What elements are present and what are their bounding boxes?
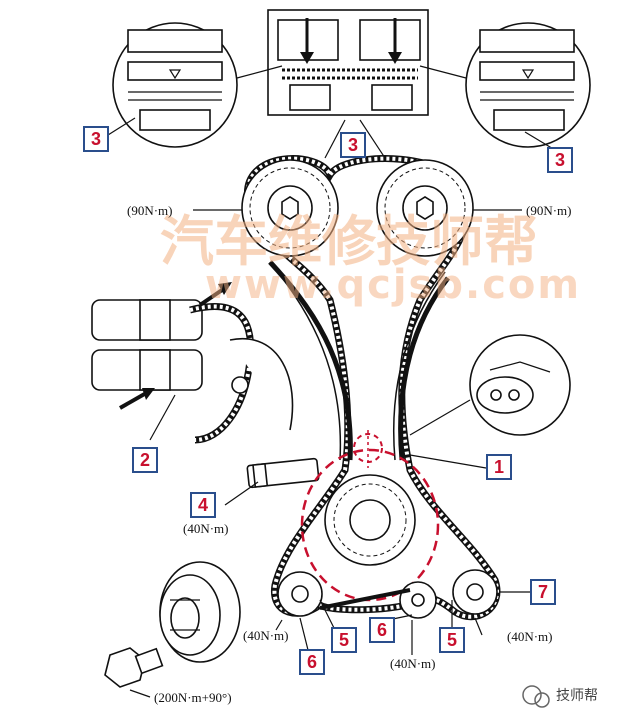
torque-tensioner: (40N·m) [183,521,229,536]
callout-5-left: 5 [331,627,357,653]
idler-sprocket-mid [399,581,437,619]
svg-text:3: 3 [91,129,101,149]
cylinder-head-top [267,9,429,116]
torque-cam-left: (90N·m) [127,203,173,218]
torque-labels: (90N·m) (90N·m) (40N·m) (40N·m) (40N·m) … [127,203,572,705]
camshaft-sprocket-left [241,159,339,257]
crank-pulley [159,561,241,663]
lower-guide [319,588,411,610]
camshaft-sprocket-right [376,159,474,257]
detail-view-left [112,22,283,148]
svg-text:6: 6 [377,620,387,640]
crank-bolt [104,647,164,698]
svg-text:1: 1 [494,457,504,477]
svg-text:5: 5 [339,630,349,650]
callout-3-left: 3 [83,126,109,152]
callout-3-right: 3 [547,147,573,173]
watermark-title: 汽车维修技师帮 [160,210,538,273]
torque-guide-right: (40N·m) [507,629,553,644]
svg-text:2: 2 [140,450,150,470]
callout-5-right: 5 [439,627,465,653]
callout-2: 2 [132,447,158,473]
oil-pump-sprocket [277,571,323,617]
svg-text:3: 3 [348,135,358,155]
vvt-assembly [91,282,294,444]
brand-mark: 技师帮 [522,685,598,708]
callout-1: 1 [486,454,512,480]
torque-cam-right: (90N·m) [526,203,572,218]
svg-text:5: 5 [447,630,457,650]
chain-guide-right [392,271,450,461]
crankshaft-sprocket [324,474,416,566]
torque-guide-left: (40N·m) [243,628,289,643]
torque-crank-bolt: (200N·m+90°) [154,690,232,705]
svg-text:3: 3 [555,150,565,170]
callout-4: 4 [190,492,216,518]
torque-guide-mid: (40N·m) [390,656,436,671]
chain-tensioner [224,457,320,506]
balance-shaft-sprocket [452,569,498,615]
watermark: 汽车维修技师帮 www.qcjsb.com [160,210,581,308]
callout-6-left: 6 [299,649,325,675]
watermark-url: www.qcjsb.com [205,262,581,308]
detail-view-mark [409,334,571,469]
svg-text:6: 6 [307,652,317,672]
brand-label: 技师帮 [556,688,598,704]
svg-text:4: 4 [198,495,208,515]
callout-7: 7 [530,579,556,605]
svg-text:7: 7 [538,582,548,602]
wechat-icon [522,685,542,705]
chain-guide-left [268,260,353,461]
callout-6-mid: 6 [369,617,395,643]
detail-view-right [419,22,591,148]
callout-3-mid: 3 [340,132,366,158]
